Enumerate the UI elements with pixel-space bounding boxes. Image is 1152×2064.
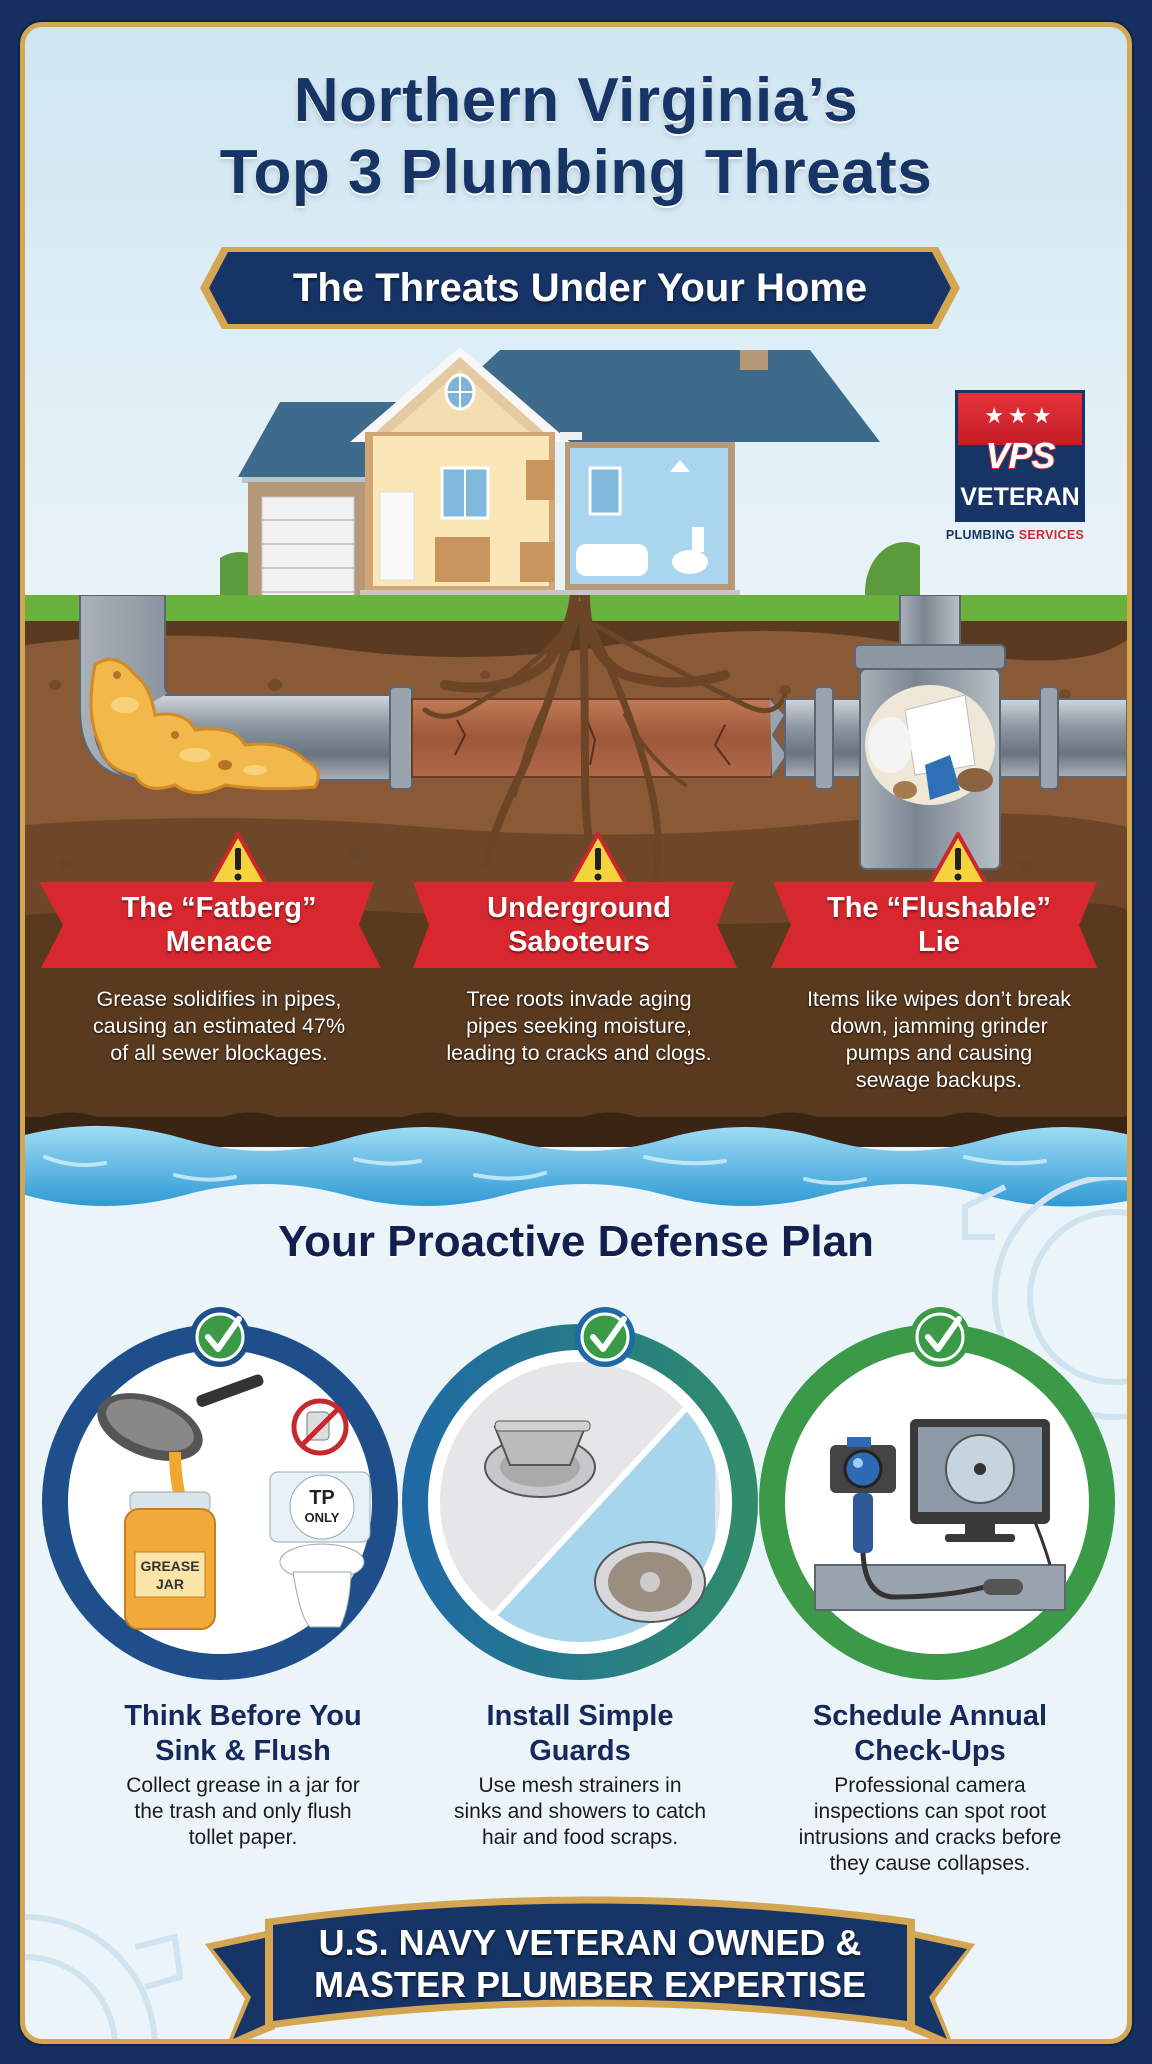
footer-ribbon: U.S. NAVY VETERAN OWNED & MASTER PLUMBER…: [205, 1889, 975, 2039]
tip-description: Collect grease in a jar for the trash an…: [126, 1774, 360, 1849]
warning-triangle-icon: [208, 832, 268, 886]
grease-jar-and-toilet-icon: GREASE JAR TP ONLY: [42, 1307, 398, 1680]
threat-description: Items like wipes don’t break down, jammi…: [806, 987, 1072, 1092]
banner-shape: [200, 247, 960, 329]
warning-triangle-icon: [928, 832, 988, 886]
page-title: Northern Virginia’s Top 3 Plumbing Threa…: [25, 65, 1127, 209]
threat-title-line-2: Saboteurs: [508, 926, 650, 958]
threat-ribbon: The “Fatberg” Menace: [39, 882, 399, 968]
tip-description: Professional camera inspections can spot…: [798, 1774, 1062, 1875]
water-wave-divider: [25, 1117, 1127, 1207]
threats-list: The “Fatberg” Menace Grease solidifies i…: [25, 882, 1127, 1122]
threat-description: Tree roots invade aging pipes seeking mo…: [446, 987, 712, 1065]
threat-ribbon: The “Flushable” Lie: [759, 882, 1119, 968]
threat-title-line-1: The “Flushable”: [827, 892, 1051, 924]
tip-title: Schedule Annual Check-Ups: [812, 1700, 1048, 1767]
tip-title: Think Before You Sink & Flush: [124, 1700, 362, 1767]
threat-fatberg: The “Fatberg” Menace Grease solidifies i…: [39, 882, 399, 1067]
subtitle-text: The Threats Under Your Home: [292, 265, 868, 310]
star-icons: ★★★: [984, 403, 1056, 428]
svg-text:TP: TP: [309, 1487, 335, 1509]
camera-inspection-icon: [759, 1307, 1115, 1680]
svg-text:ONLY: ONLY: [305, 1510, 340, 1525]
vps-veteran-logo: ★★★ VPS VETERAN PLUMBING SERVICES: [935, 384, 1095, 554]
logo-tagline: PLUMBING SERVICES: [935, 528, 1095, 542]
defense-plan-title: Your Proactive Defense Plan: [278, 1217, 874, 1266]
logo-mark: VPS: [984, 434, 1056, 477]
threat-title-line-1: Underground: [487, 892, 671, 924]
svg-text:GREASE: GREASE: [140, 1558, 199, 1574]
tip-title: Install Simple Guards: [486, 1700, 674, 1767]
gear-watermark-icon: [25, 1914, 184, 2039]
title-line-2: Top 3 Plumbing Threats: [219, 138, 933, 207]
footer-text: U.S. NAVY VETERAN OWNED & MASTER PLUMBER…: [205, 1899, 975, 2029]
tip-guards: Install Simple Guards Use mesh strainers…: [395, 1699, 765, 1851]
tip-checkups: Schedule Annual Check-Ups Professional c…: [745, 1699, 1115, 1877]
footer-line-2: MASTER PLUMBER EXPERTISE: [313, 1964, 867, 2005]
subtitle-banner: The Threats Under Your Home: [200, 247, 960, 329]
warning-triangle-icon: [568, 832, 628, 886]
threat-roots: Underground Saboteurs Tree roots invade …: [399, 882, 759, 1067]
logo-tagline-part1: PLUMBING: [945, 528, 1015, 542]
logo-tagline-part2: SERVICES: [1018, 528, 1085, 542]
infographic-frame: Northern Virginia’s Top 3 Plumbing Threa…: [20, 22, 1132, 2044]
threat-title-line-2: Lie: [918, 926, 960, 958]
threat-title-line-2: Menace: [165, 926, 273, 958]
svg-text:JAR: JAR: [156, 1576, 184, 1592]
drain-strainer-icon: [402, 1307, 758, 1680]
tip-description: Use mesh strainers in sinks and showers …: [453, 1774, 707, 1849]
threat-description: Grease solidifies in pipes, causing an e…: [92, 987, 346, 1065]
threat-title-line-1: The “Fatberg”: [121, 892, 317, 924]
footer-line-1: U.S. NAVY VETERAN OWNED &: [318, 1922, 862, 1963]
threat-flushable: The “Flushable” Lie Items like wipes don…: [759, 882, 1119, 1094]
threat-ribbon: Underground Saboteurs: [399, 882, 759, 968]
title-line-1: Northern Virginia’s: [293, 66, 859, 135]
defense-illustrations: GREASE JAR TP ONLY: [25, 1297, 1127, 1697]
house-illustration: [200, 332, 945, 642]
tip-sink-flush: Think Before You Sink & Flush Collect gr…: [58, 1699, 428, 1851]
logo-name: VETERAN: [960, 483, 1080, 511]
logo-badge: ★★★ VPS VETERAN: [955, 390, 1085, 522]
